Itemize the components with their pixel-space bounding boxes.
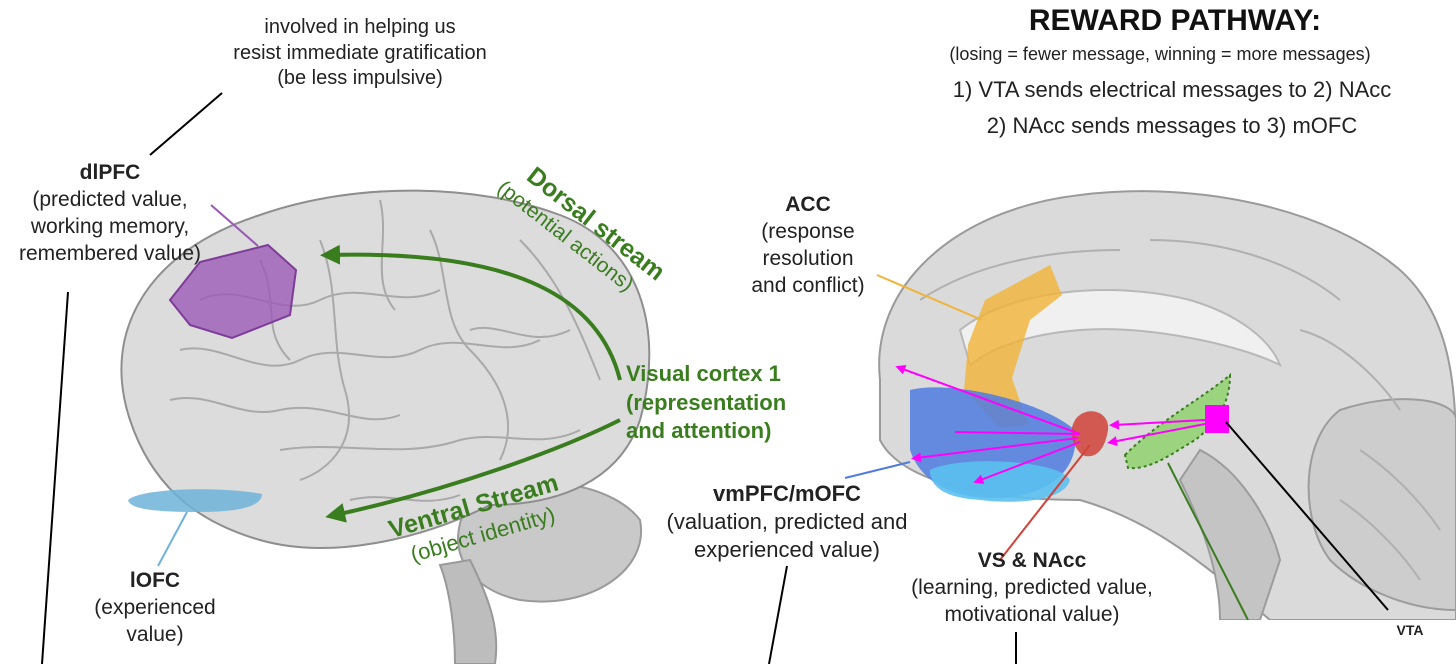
acc-label: ACC (response resolution and conflict) [751, 192, 864, 300]
vta-pointer-line [1225, 421, 1389, 611]
bottom-mask [1128, 620, 1456, 664]
impulse-note: involved in helping us resist immediate … [233, 15, 486, 92]
dlpfc-lower-line [41, 291, 69, 664]
acc-name: ACC [785, 193, 831, 216]
lofc-pointer-line [157, 511, 188, 567]
lofc-region [128, 489, 262, 512]
vmpfc-lower-line [768, 565, 788, 664]
pathway-arrow-nacc-to-vmpfc [911, 437, 1079, 463]
dlpfc-label: dlPFC (predicted value, working memory, … [19, 160, 201, 268]
pathway-arrow-vta-to-nacc-1 [1109, 419, 1206, 430]
lofc-line-2: value) [126, 622, 184, 646]
visual-cortex-name: Visual cortex 1 [626, 361, 781, 386]
impulse-note-line-3: (be less impulsive) [277, 67, 443, 90]
medial-cerebellum-shape [1307, 398, 1456, 612]
dlpfc-line-3: remembered value) [18, 241, 202, 265]
dlpfc-pointer-line [210, 204, 259, 247]
pathway-arrow-nacc-to-pfc [895, 365, 1081, 435]
pathway-line-nacc-to-acc [954, 431, 1080, 435]
dorsal-stream-arrow [320, 244, 622, 381]
lofc-name: lOFC [129, 569, 181, 592]
pathway-arrow-nacc-to-mofc [973, 441, 1081, 484]
reward-pathway-title: REWARD PATHWAY: [1028, 4, 1322, 37]
pathway-arrow-vta-to-nacc-2 [1107, 423, 1206, 446]
dlpfc-name: dlPFC [79, 161, 141, 184]
impulse-note-line-2: resist immediate gratification [233, 41, 487, 64]
acc-line-2: resolution [762, 246, 854, 270]
vs-nacc-line-2: motivational value) [944, 602, 1120, 626]
acc-line-3: and conflict) [751, 273, 865, 297]
acc-region [964, 265, 1062, 428]
reward-step-1: 1) VTA sends electrical messages to 2) N… [952, 77, 1392, 102]
vta-marker [1205, 405, 1229, 433]
acc-line-1: (response [761, 219, 855, 243]
vmpfc-label: vmPFC/mOFC (valuation, predicted and exp… [667, 480, 908, 564]
impulse-note-line-1: involved in helping us [264, 16, 456, 38]
vta-label: VTA [1396, 622, 1424, 638]
vmpfc-line-1: (valuation, predicted and [666, 509, 908, 535]
ventral-stream-arrow [325, 418, 621, 523]
vs-nacc-line-1: (learning, predicted value, [911, 575, 1153, 599]
mofc-lower-region [930, 461, 1070, 502]
note-pointer-line [149, 92, 223, 156]
vs-pointer-line [999, 444, 1091, 561]
brainstem-shape [438, 558, 498, 664]
acc-pointer-line [876, 274, 983, 321]
visual-cortex-line-2: (representation [626, 389, 787, 415]
reward-pathway-subtitle: (losing = fewer message, winning = more … [949, 44, 1371, 64]
lofc-line-1: (experienced [94, 595, 216, 619]
vs-nacc-region [1071, 411, 1109, 457]
vmpfc-name: vmPFC/mOFC [713, 481, 861, 506]
reward-step-2: 2) NAcc sends messages to 3) mOFC [986, 113, 1358, 138]
visual-cortex-line-3: and attention) [626, 418, 772, 444]
vmpfc-line-2: experienced value) [694, 537, 880, 563]
dlpfc-line-1: (predicted value, [32, 187, 188, 211]
dlpfc-line-2: working memory, [30, 214, 190, 238]
dlpfc-region [168, 243, 298, 340]
vs-nacc-label: VS & NAcc (learning, predicted value, mo… [911, 548, 1153, 629]
lofc-label: lOFC (experienced value) [94, 568, 215, 649]
vmpfc-pointer-line [844, 461, 911, 479]
vs-nacc-name: VS & NAcc [977, 549, 1087, 572]
vta-green-pointer-line [1167, 462, 1249, 621]
visual-cortex-label: Visual cortex 1 (representation and atte… [626, 360, 786, 446]
